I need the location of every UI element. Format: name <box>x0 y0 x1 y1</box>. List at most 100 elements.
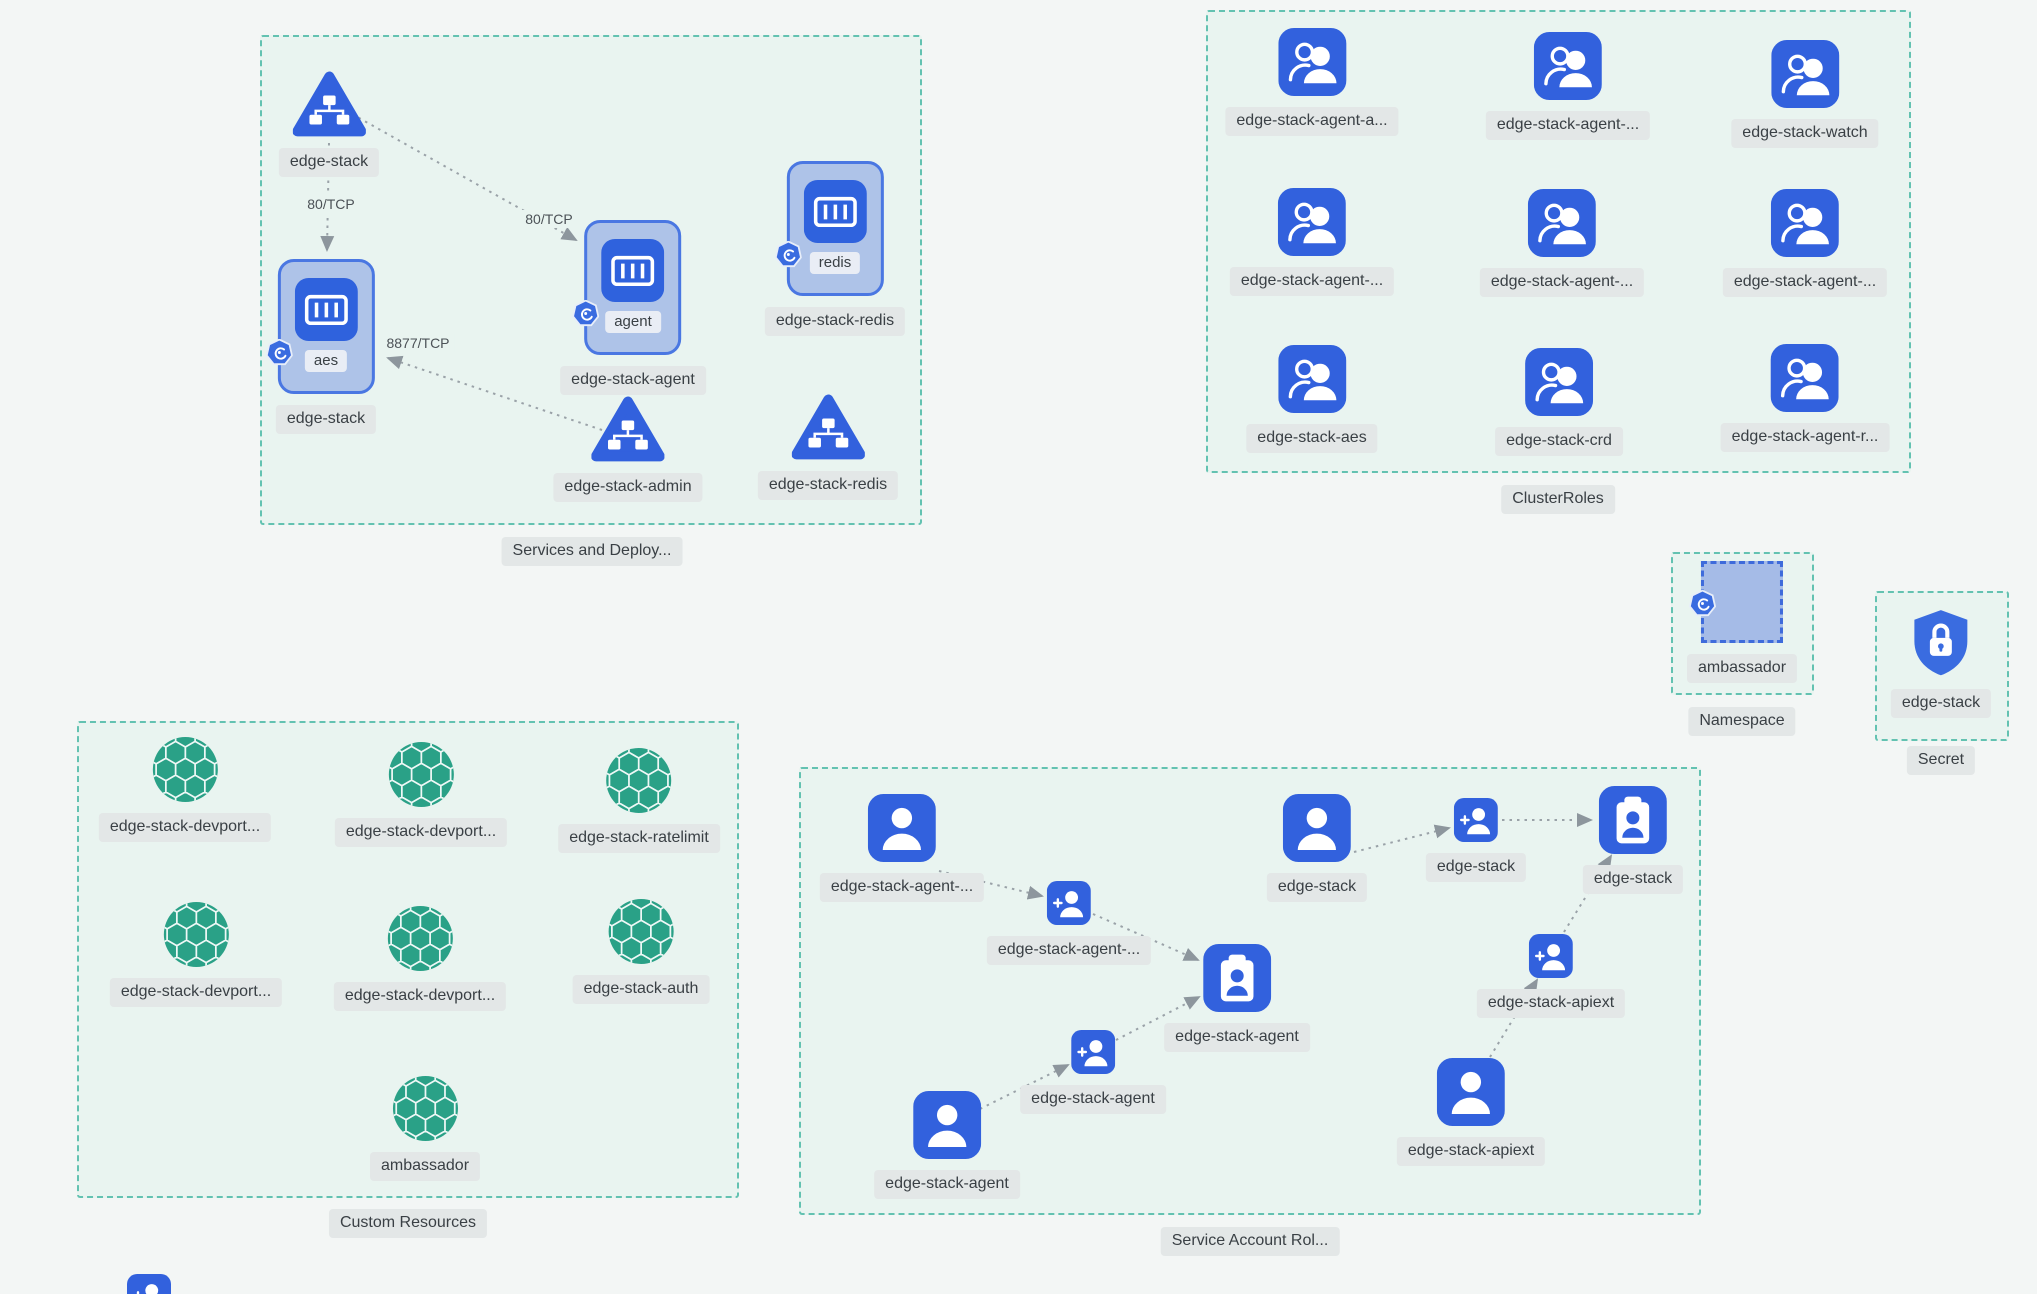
cluster-role-icon <box>1770 40 1839 108</box>
custom-resource-icon <box>387 906 453 971</box>
namespace-icon <box>1688 561 1783 643</box>
service-account-icon <box>912 1091 981 1159</box>
node-label: edge-stack <box>1425 853 1527 882</box>
role-icon <box>125 1272 173 1294</box>
node-label: ambassador <box>1686 654 1798 683</box>
custom-resource-icon <box>606 748 672 813</box>
pod-chip: aes <box>304 350 348 372</box>
node-clusterrole-8[interactable]: edge-stack-crd <box>1495 348 1623 456</box>
node-service-edge-stack-admin[interactable]: edge-stack-admin <box>553 396 703 502</box>
pod-chip: agent <box>605 311 661 333</box>
group-label-service-account-roles: Service Account Rol... <box>1160 1227 1340 1256</box>
node-label: ambassador <box>369 1152 481 1181</box>
cluster-role-icon <box>1527 189 1596 257</box>
node-label: edge-stack-agent <box>1164 1023 1310 1052</box>
custom-resource-icon <box>163 902 229 967</box>
container-icon <box>601 239 665 302</box>
node-label: edge-stack <box>278 148 380 177</box>
node-rolebinding-edge-stack[interactable]: edge-stack <box>1582 786 1684 894</box>
node-label: edge-stack-admin <box>553 473 703 502</box>
custom-resource-icon <box>392 1076 458 1141</box>
node-customresource-4[interactable]: edge-stack-devport... <box>109 902 283 1007</box>
node-customresource-5[interactable]: edge-stack-devport... <box>333 906 507 1011</box>
node-label: edge-stack <box>275 405 377 434</box>
node-role-agent[interactable]: edge-stack-agent <box>1020 1030 1166 1114</box>
node-deployment-redis[interactable]: redis edge-stack-redis <box>764 161 906 336</box>
group-label-secret: Secret <box>1906 746 1976 775</box>
group-label-services: Services and Deploy... <box>501 537 683 566</box>
node-rolebinding-agent[interactable]: edge-stack-agent <box>1164 944 1310 1052</box>
node-clusterrole-2[interactable]: edge-stack-agent-... <box>1485 32 1651 140</box>
cluster-role-icon <box>1277 345 1346 413</box>
role-icon <box>1046 881 1091 925</box>
role-icon <box>1070 1030 1115 1074</box>
node-secret-edge-stack[interactable]: edge-stack <box>1890 608 1992 718</box>
node-label: edge-stack-redis <box>764 307 906 336</box>
node-deployment-agent[interactable]: agent edge-stack-agent <box>560 220 706 395</box>
custom-resource-icon <box>388 742 454 807</box>
node-clusterrole-5[interactable]: edge-stack-agent-... <box>1479 189 1645 297</box>
service-account-icon <box>1282 794 1351 862</box>
node-serviceaccount-apiext[interactable]: edge-stack-apiext <box>1396 1058 1546 1166</box>
group-label-namespace: Namespace <box>1688 707 1796 736</box>
service-account-icon <box>1436 1058 1505 1126</box>
cluster-role-icon <box>1533 32 1602 100</box>
node-customresource-7[interactable]: ambassador <box>369 1076 481 1181</box>
node-customresource-6[interactable]: edge-stack-auth <box>572 899 710 1004</box>
node-role-edge-stack[interactable]: edge-stack <box>1425 798 1527 882</box>
container-icon <box>294 278 358 341</box>
group-label-cluster-roles: ClusterRoles <box>1501 485 1615 514</box>
cluster-role-icon <box>1770 189 1839 257</box>
deployment-box: aes <box>265 259 375 394</box>
node-serviceaccount-agent[interactable]: edge-stack-agent <box>874 1091 1020 1199</box>
node-serviceaccount-agent-ext[interactable]: edge-stack-agent-... <box>819 794 985 902</box>
node-role-apiext[interactable]: edge-stack-apiext <box>1476 934 1626 1018</box>
edge-label-80tcp-aes: 80/TCP <box>302 195 360 213</box>
node-label: edge-stack-redis <box>757 471 899 500</box>
node-service-edge-stack[interactable]: edge-stack <box>278 71 380 177</box>
node-clusterrole-1[interactable]: edge-stack-agent-a... <box>1225 28 1399 136</box>
node-deployment-aes[interactable]: aes edge-stack <box>265 259 377 434</box>
node-label: edge-stack <box>1266 873 1368 902</box>
node-label: edge-stack-devport... <box>109 978 283 1007</box>
node-namespace-ambassador[interactable]: ambassador <box>1686 561 1798 683</box>
edge-role-agent-to-binding <box>1115 996 1201 1041</box>
node-clusterrole-3[interactable]: edge-stack-watch <box>1731 40 1879 148</box>
service-icon <box>792 394 865 460</box>
node-customresource-1[interactable]: edge-stack-devport... <box>98 737 272 842</box>
node-customresource-2[interactable]: edge-stack-devport... <box>334 742 508 847</box>
node-clusterrole-6[interactable]: edge-stack-agent-... <box>1722 189 1888 297</box>
node-clusterrole-4[interactable]: edge-stack-agent-... <box>1229 188 1395 296</box>
node-clipped-bottom-left[interactable] <box>125 1272 173 1294</box>
node-role-agent-ext[interactable]: edge-stack-agent-... <box>986 881 1152 965</box>
node-label: edge-stack-agent-... <box>986 936 1152 965</box>
custom-resource-icon <box>608 899 674 964</box>
node-clusterrole-7[interactable]: edge-stack-aes <box>1246 345 1378 453</box>
service-icon <box>292 71 365 137</box>
node-label: edge-stack <box>1890 689 1992 718</box>
node-label: edge-stack-watch <box>1731 119 1879 148</box>
edge-admin-to-aes <box>386 355 603 431</box>
node-label: edge-stack-agent-a... <box>1225 107 1399 136</box>
node-label: edge-stack-auth <box>572 975 710 1004</box>
node-label: edge-stack-agent-... <box>1485 111 1651 140</box>
node-label: edge-stack <box>1582 865 1684 894</box>
node-customresource-3[interactable]: edge-stack-ratelimit <box>558 748 720 853</box>
node-serviceaccount-edge-stack[interactable]: edge-stack <box>1266 794 1368 902</box>
node-clusterrole-9[interactable]: edge-stack-agent-r... <box>1720 344 1890 452</box>
secret-lock-icon <box>1910 608 1972 678</box>
edge-service-to-agent <box>351 113 578 241</box>
node-label: edge-stack-agent-... <box>819 873 985 902</box>
node-label: edge-stack-agent-... <box>1229 267 1395 296</box>
node-label: edge-stack-agent-... <box>1722 268 1888 297</box>
role-binding-icon <box>1598 786 1667 854</box>
deployment-box: redis <box>774 161 884 296</box>
group-label-custom-resources: Custom Resources <box>328 1209 488 1238</box>
role-icon <box>1528 934 1573 978</box>
service-account-icon <box>867 794 936 862</box>
node-label: edge-stack-agent-... <box>1479 268 1645 297</box>
edge-sa-agent-ext-to-role <box>938 870 1044 900</box>
edge-label-8877tcp: 8877/TCP <box>381 334 455 352</box>
node-service-edge-stack-redis[interactable]: edge-stack-redis <box>757 394 899 500</box>
